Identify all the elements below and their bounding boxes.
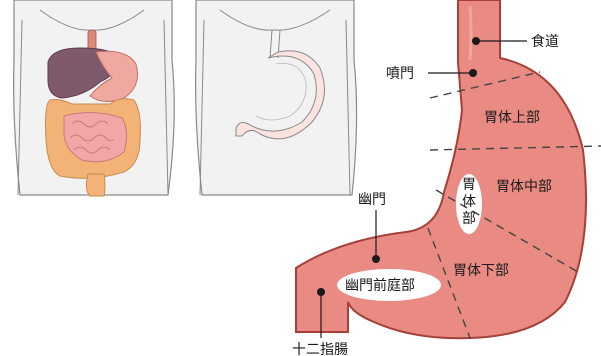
label-antrum: 幽門前庭部 [345, 277, 415, 294]
label-esophagus: 食道 [531, 33, 559, 50]
rectum-shape [86, 174, 105, 196]
label-angulus: 胃体部 [462, 177, 476, 227]
torso-organs-illustration [14, 0, 175, 196]
label-upper-body: 胃体上部 [484, 110, 540, 126]
torso-outline-right [196, 0, 357, 195]
torso-stomach-illustration [196, 0, 357, 195]
label-middle-body: 胃体中部 [496, 179, 552, 195]
label-cardia: 噴門 [386, 66, 414, 82]
label-lower-body: 胃体下部 [453, 263, 509, 279]
label-pylorus: 幽門 [358, 192, 386, 208]
label-duodenum: 十二指腸 [292, 342, 348, 356]
esophagus-highlight [470, 6, 471, 60]
